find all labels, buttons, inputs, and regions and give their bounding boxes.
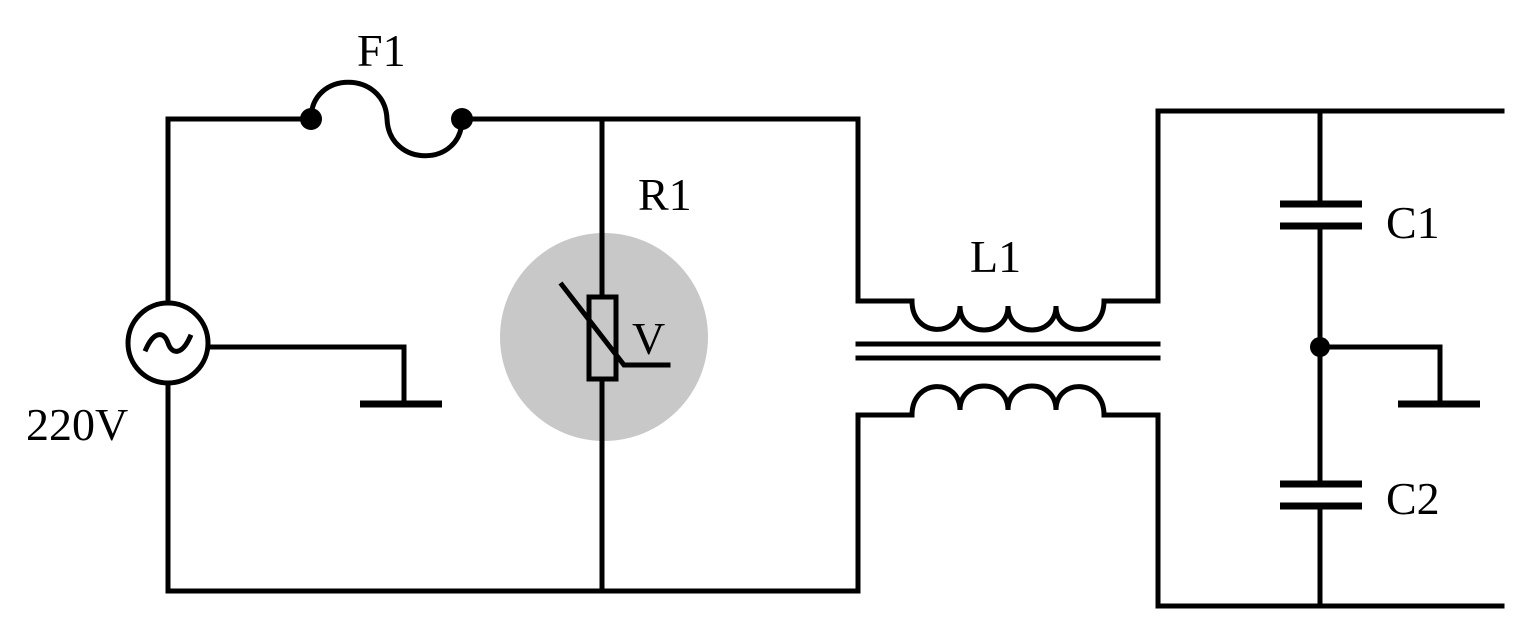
input-wiring xyxy=(165,116,915,594)
capacitor-c2-label: C2 xyxy=(1386,473,1440,524)
inductor-label: L1 xyxy=(970,231,1021,282)
ground-symbol-left xyxy=(205,344,442,408)
fuse-label: F1 xyxy=(357,25,406,76)
ground-symbol-right xyxy=(1310,337,1480,408)
capacitor-c2-symbol xyxy=(1280,480,1362,510)
varistor-symbol-letter: V xyxy=(632,313,665,364)
capacitor-c1-label: C1 xyxy=(1386,197,1440,248)
varistor-symbol xyxy=(558,281,671,382)
fuse-symbol xyxy=(300,79,473,159)
source-voltage-label: 220V xyxy=(26,399,128,450)
ac-source-symbol xyxy=(125,300,211,386)
common-mode-choke-symbol xyxy=(855,298,1161,418)
varistor-label: R1 xyxy=(638,169,692,220)
capacitor-c1-symbol xyxy=(1280,200,1362,230)
